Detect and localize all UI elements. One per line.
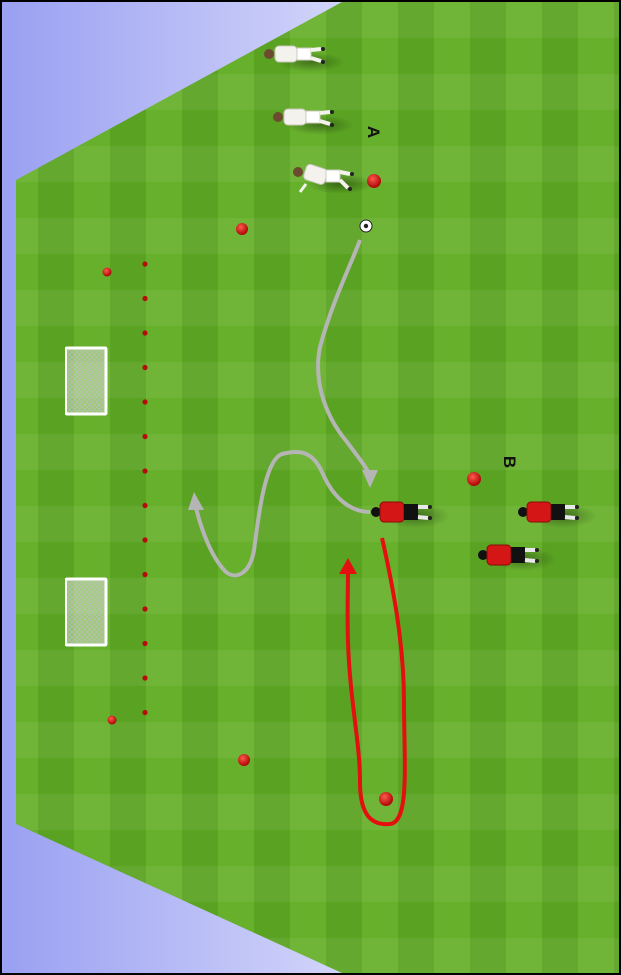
cone-icon (142, 503, 147, 508)
cone-icon (467, 472, 481, 486)
cone-icon (142, 641, 147, 646)
cone-icon (142, 468, 147, 473)
mini-goal-top (66, 348, 106, 414)
mini-goal-bottom (66, 579, 106, 645)
cone-icon (142, 537, 147, 542)
cone-icon (142, 261, 147, 266)
cone-icon (108, 716, 117, 725)
group-b-label: B (500, 456, 519, 468)
cone-icon (142, 296, 147, 301)
group-a-label: A (364, 126, 383, 138)
soccer-ball-icon (360, 220, 372, 232)
cone-icon (379, 792, 393, 806)
cone-icon (142, 330, 147, 335)
pitch (16, 2, 619, 973)
cone-icon (142, 399, 147, 404)
cone-icon (103, 268, 112, 277)
cone-icon (238, 754, 250, 766)
cone-icon (142, 710, 147, 715)
cone-icon (142, 606, 147, 611)
cone-icon (142, 675, 147, 680)
cone-icon (236, 223, 248, 235)
cone-icon (142, 365, 147, 370)
cone-icon (142, 434, 147, 439)
cone-icon (142, 572, 147, 577)
